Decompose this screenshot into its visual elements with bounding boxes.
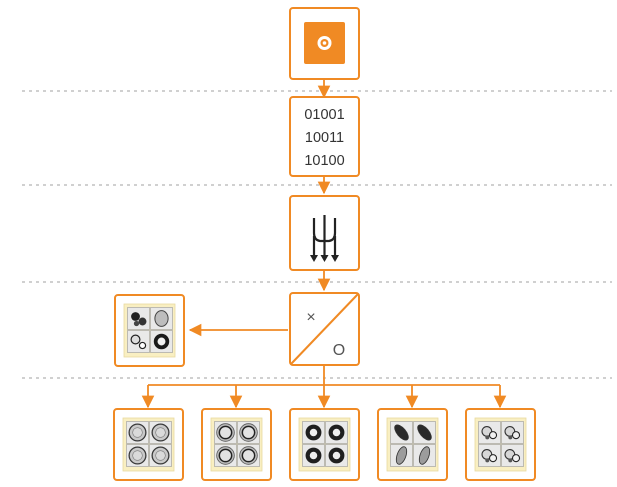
particle-cell (325, 444, 348, 467)
particle-cell (214, 444, 237, 467)
classifier-mark-x: × (306, 309, 315, 326)
acquisition-step (289, 7, 360, 80)
particle-cell (127, 307, 150, 330)
digitization-step: 01001 10011 10100 (289, 96, 360, 177)
particle-cell (390, 444, 413, 467)
trident-arrow-left (310, 255, 318, 262)
split-step (289, 195, 360, 271)
particle-cell (302, 421, 325, 444)
elongated-particles-class (377, 408, 448, 481)
trident-split-icon (312, 215, 337, 257)
particle-cell (478, 421, 501, 444)
rejected-thumbnail (114, 294, 185, 367)
classifier-mark-o: O (333, 342, 345, 359)
camera-lens-center-icon (322, 41, 327, 45)
particle-cell (237, 444, 260, 467)
particle-cell (501, 444, 524, 467)
particle-cell (149, 444, 172, 467)
binary-line-2: 10011 (305, 130, 344, 146)
halo-rings-class (201, 408, 272, 481)
particle-cell (390, 421, 413, 444)
particle-cell (150, 330, 173, 353)
particle-cell (413, 421, 436, 444)
binary-line-1: 01001 (304, 107, 344, 123)
trident-arrow-right (331, 255, 339, 262)
particle-cell (214, 421, 237, 444)
binary-box (289, 96, 360, 177)
classifier-diagonal (290, 293, 359, 365)
particle-cell (325, 421, 348, 444)
classifier-step: × O (289, 292, 360, 366)
particle-cell (150, 307, 173, 330)
particle-cell (413, 444, 436, 467)
particle-cell (501, 421, 524, 444)
particle-cell (478, 444, 501, 467)
stage-separators (22, 90, 612, 379)
binary-line-3: 10100 (304, 153, 344, 169)
particle-cell (127, 330, 150, 353)
particle-cell (149, 421, 172, 444)
trident-arrow-center (320, 255, 329, 262)
particle-cell (237, 421, 260, 444)
particle-cell (126, 444, 149, 467)
light-rings-class (113, 408, 184, 481)
particle-cell (302, 444, 325, 467)
dark-rings-class (289, 408, 360, 481)
connectors (141, 80, 507, 409)
particle-cell (126, 421, 149, 444)
clustered-particles-class (465, 408, 536, 481)
output-thumbnails (113, 294, 536, 481)
